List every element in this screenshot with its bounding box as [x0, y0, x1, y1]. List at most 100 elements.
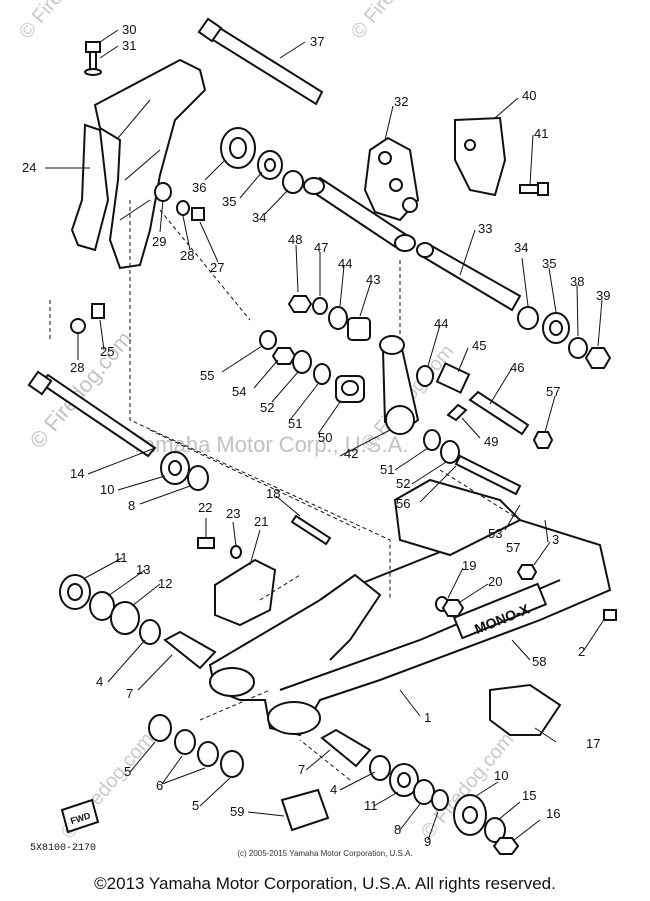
seal-8b-part — [413, 779, 435, 805]
watermark-top-left: © Firedog.com — [15, 0, 116, 43]
bolt-27-part — [191, 207, 205, 221]
seal-6b-part — [197, 741, 219, 767]
bolt-22-part — [197, 537, 215, 549]
callout-57: 57 — [546, 384, 560, 399]
callout-10b: 10 — [494, 768, 508, 783]
bolt-18-part — [290, 514, 332, 546]
callout-24: 24 — [22, 160, 36, 175]
callout-35: 35 — [222, 194, 236, 209]
callout-12: 12 — [158, 576, 172, 591]
callout-43: 43 — [366, 272, 380, 287]
callout-3: 3 — [552, 532, 559, 547]
callout-52b: 52 — [396, 476, 410, 491]
seal-44-part — [328, 306, 348, 330]
bushing-45-part — [435, 362, 471, 394]
callout-22: 22 — [198, 500, 212, 515]
callout-5b: 5 — [192, 798, 199, 813]
bearing-35-part — [257, 150, 283, 180]
callout-44b: 44 — [434, 316, 448, 331]
callout-52: 52 — [260, 400, 274, 415]
nut-48-part — [287, 295, 313, 313]
bushing-34b-part — [517, 306, 539, 330]
callout-20: 20 — [488, 574, 502, 589]
callout-59: 59 — [230, 804, 244, 819]
bushing-51-part — [313, 363, 331, 385]
seal-8-part — [187, 465, 209, 491]
washer-47-part — [312, 297, 328, 315]
callout-16: 16 — [546, 806, 560, 821]
callout-11: 11 — [114, 550, 128, 565]
callout-34: 34 — [252, 210, 266, 225]
leader-lines — [45, 29, 606, 841]
callout-23: 23 — [226, 506, 240, 521]
bracket-40-part — [454, 116, 507, 197]
callout-46: 46 — [510, 360, 524, 375]
callout-48: 48 — [288, 232, 302, 247]
nut-20-part — [441, 599, 465, 617]
nut-57-part — [532, 431, 554, 449]
connecting-rod-42-part — [379, 335, 420, 435]
watermark-top-right: © Firedog.com — [347, 0, 448, 43]
washer-38-part — [568, 337, 588, 359]
cap-55-part — [259, 330, 277, 350]
bolt-30-part — [84, 41, 102, 76]
callout-45: 45 — [472, 338, 486, 353]
callout-4: 4 — [96, 674, 103, 689]
callout-51: 51 — [288, 416, 302, 431]
chain-guard-part — [70, 58, 207, 270]
callout-10: 10 — [100, 482, 114, 497]
washer-23-part — [230, 545, 242, 559]
callout-8b: 8 — [394, 822, 401, 837]
seal-52b-part — [440, 440, 460, 464]
callout-44: 44 — [338, 256, 352, 271]
callout-7b: 7 — [298, 762, 305, 777]
callout-6: 6 — [156, 778, 163, 793]
callout-29: 29 — [152, 234, 166, 249]
seal-52-part — [292, 350, 312, 374]
bolt-56-part — [454, 454, 522, 496]
chain-puller-17-part — [489, 683, 562, 736]
nut-16-part — [492, 837, 520, 855]
seal-36-part — [220, 127, 256, 169]
callout-58: 58 — [532, 654, 546, 669]
callout-5: 5 — [124, 764, 131, 779]
callout-8: 8 — [128, 498, 135, 513]
callout-57b: 57 — [506, 540, 520, 555]
nut-3-part — [516, 564, 538, 580]
bolt-2-part — [603, 609, 617, 621]
callout-19: 19 — [462, 558, 476, 573]
callout-31: 31 — [122, 38, 136, 53]
collar-7-part — [163, 630, 217, 670]
callout-7: 7 — [126, 686, 133, 701]
bolt-41-part — [519, 182, 549, 196]
collar-50-part — [335, 375, 365, 403]
seal-13-part — [89, 591, 115, 621]
callout-14: 14 — [70, 466, 84, 481]
callout-21: 21 — [254, 514, 268, 529]
callout-33: 33 — [478, 221, 492, 236]
cap-5b-part — [220, 750, 244, 778]
collar-7b-part — [320, 728, 372, 768]
bearing-35b-part — [542, 312, 570, 344]
nut-39-part — [584, 347, 612, 369]
bushing-4-part — [139, 619, 161, 645]
diagram-copyright: (c) 2005-2015 Yamaha Motor Corporation, … — [237, 849, 413, 858]
callout-25: 25 — [100, 344, 114, 359]
bushing-43-part — [347, 317, 371, 341]
pin-49-part — [446, 403, 468, 422]
callout-2: 2 — [578, 644, 585, 659]
callout-34b: 34 — [514, 240, 528, 255]
callout-4b: 4 — [330, 782, 337, 797]
callout-32: 32 — [394, 94, 408, 109]
pivot-shaft-37-part — [197, 17, 324, 106]
bracket-32-part — [363, 136, 420, 222]
callout-40: 40 — [522, 88, 536, 103]
callout-15: 15 — [522, 788, 536, 803]
callout-28: 28 — [180, 248, 194, 263]
washer-28b-part — [70, 318, 86, 334]
callout-49: 49 — [484, 434, 498, 449]
callout-17: 17 — [586, 736, 600, 751]
callout-labels: 30 31 37 40 24 32 41 36 35 34 29 28 27 3… — [22, 22, 610, 849]
